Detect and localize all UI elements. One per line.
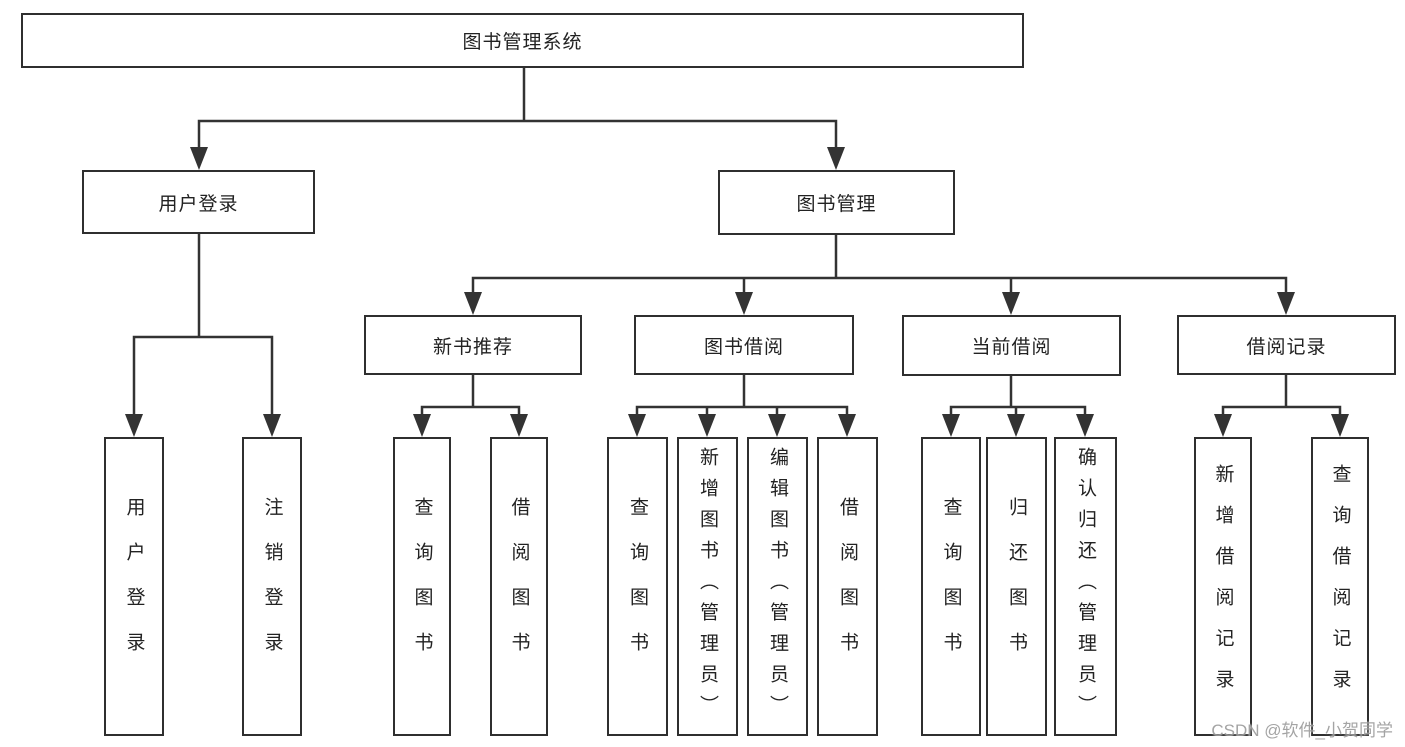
leaf-records-query-record-label: 查询借阅记录 (1329, 463, 1351, 710)
leaf-recommend-borrow-books: 借阅图书 (490, 437, 548, 736)
arrowhead (263, 414, 281, 437)
connector-user-bracket (132, 335, 274, 418)
leaf-recommend-query-books-label: 查询图书 (411, 496, 433, 677)
connector-g3-bracket (1221, 405, 1342, 418)
leaf-user-login: 用户登录 (104, 437, 164, 736)
leaf-current-return-books: 归还图书 (986, 437, 1047, 736)
leaf-current-confirm-return-admin-label: 确认归还（管理员） (1075, 447, 1096, 726)
node-user-login: 用户登录 (82, 170, 315, 234)
arrowhead (1076, 414, 1094, 437)
leaf-records-add-record: 新增借阅记录 (1194, 437, 1252, 736)
node-user-login-label: 用户登录 (158, 193, 239, 215)
arrowhead (827, 147, 845, 170)
leaf-borrowing-query-books-label: 查询图书 (627, 496, 648, 677)
node-book-management: 图书管理 (718, 170, 955, 235)
node-borrow-records: 借阅记录 (1177, 315, 1396, 375)
connector-g1-bracket (635, 405, 849, 418)
leaf-records-query-record: 查询借阅记录 (1311, 437, 1369, 736)
arrowhead (1277, 292, 1295, 315)
watermark-text: CSDN @软件_小贺同学 (1211, 721, 1393, 740)
arrowhead (838, 414, 856, 437)
leaf-borrowing-borrow-books: 借阅图书 (817, 437, 878, 736)
arrowhead (1002, 292, 1020, 315)
node-current-borrowing: 当前借阅 (902, 315, 1121, 376)
arrowhead (125, 414, 143, 437)
node-new-book-recommend-label: 新书推荐 (432, 336, 513, 358)
leaf-borrowing-edit-books-admin: 编辑图书（管理员） (747, 437, 808, 736)
leaf-logout-label: 注销登录 (261, 496, 283, 677)
connector-level2-bracket (197, 119, 838, 150)
arrowheads (125, 147, 1349, 437)
node-borrow-records-label: 借阅记录 (1246, 336, 1327, 358)
arrowhead (464, 292, 482, 315)
arrowhead (698, 414, 716, 437)
arrowhead (1331, 414, 1349, 437)
leaf-borrowing-add-books-admin-label: 新增图书（管理员） (697, 447, 718, 726)
leaf-current-return-books-label: 归还图书 (1006, 496, 1027, 677)
arrowhead (1214, 414, 1232, 437)
arrowhead (735, 292, 753, 315)
arrowhead (768, 414, 786, 437)
leaf-current-query-books-label: 查询图书 (940, 496, 962, 677)
arrowhead (1007, 414, 1025, 437)
connector-level3-bracket (471, 276, 1288, 295)
leaf-current-query-books: 查询图书 (921, 437, 981, 736)
node-book-management-label: 图书管理 (796, 194, 877, 215)
leaf-user-login-label: 用户登录 (123, 496, 145, 677)
node-new-book-recommend: 新书推荐 (364, 315, 582, 375)
leaf-recommend-borrow-books-label: 借阅图书 (508, 496, 530, 677)
leaf-logout: 注销登录 (242, 437, 302, 736)
leaf-borrowing-add-books-admin: 新增图书（管理员） (677, 437, 738, 736)
connector-g2-bracket (949, 405, 1087, 418)
leaf-current-confirm-return-admin: 确认归还（管理员） (1054, 437, 1117, 736)
arrowhead (628, 414, 646, 437)
arrowhead (413, 414, 431, 437)
leaf-borrowing-borrow-books-label: 借阅图书 (837, 496, 858, 677)
node-root: 图书管理系统 (21, 13, 1024, 68)
node-current-borrowing-label: 当前借阅 (971, 337, 1052, 358)
node-root-label: 图书管理系统 (462, 32, 583, 53)
leaf-records-add-record-label: 新增借阅记录 (1212, 463, 1234, 710)
leaf-borrowing-query-books: 查询图书 (607, 437, 668, 736)
connector-g0-bracket (420, 405, 521, 418)
leaf-borrowing-edit-books-admin-label: 编辑图书（管理员） (767, 447, 788, 726)
arrowhead (510, 414, 528, 437)
arrowhead (190, 147, 208, 170)
leaf-recommend-query-books: 查询图书 (393, 437, 451, 736)
node-book-borrowing: 图书借阅 (634, 315, 854, 375)
node-book-borrowing-label: 图书借阅 (703, 336, 784, 358)
arrowhead (942, 414, 960, 437)
